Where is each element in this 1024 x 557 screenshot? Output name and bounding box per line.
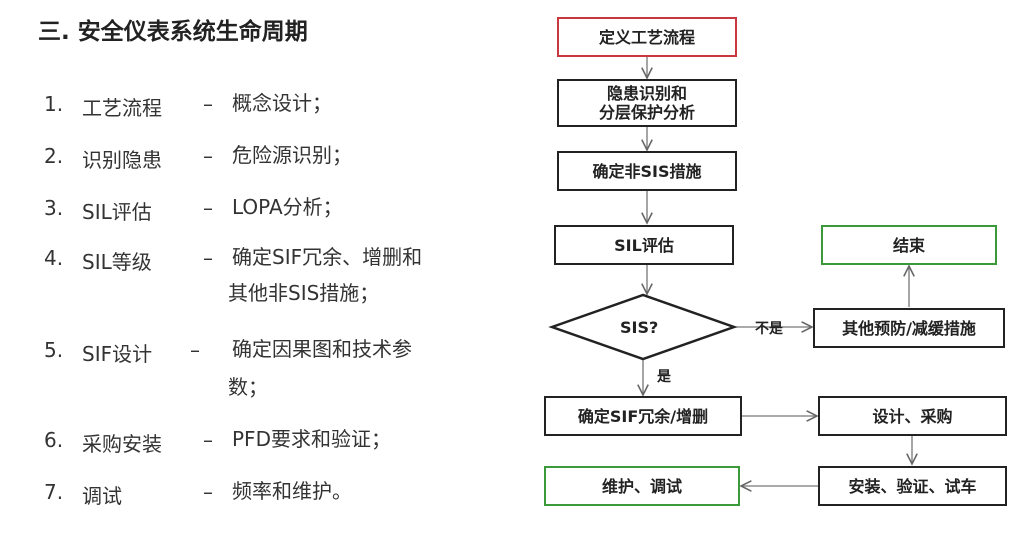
item-desc: LOPA分析；: [232, 195, 343, 219]
step-hazard-analysis: 隐患识别和分层保护分析: [557, 79, 737, 127]
step-text: 隐患识别和: [606, 84, 687, 103]
item-label: 采购安装: [82, 432, 162, 456]
item-dash: –: [203, 196, 213, 220]
item-number: 7.: [44, 480, 64, 504]
item-number: 6.: [44, 428, 64, 452]
step-text: 分层保护分析: [598, 103, 695, 122]
item-dash: –: [203, 428, 213, 452]
item-desc: 频率和维护。: [232, 479, 352, 503]
step-sil: SIL评估: [554, 225, 734, 265]
item-desc: 确定因果图和技术参: [232, 337, 412, 361]
item-label: 识别隐患: [82, 148, 162, 172]
step-define-process: 定义工艺流程: [557, 17, 737, 57]
step-sif: 确定SIF冗余/增删: [544, 396, 742, 436]
no-label: 不是: [755, 321, 783, 337]
yes-label: 是: [657, 369, 671, 385]
item-dash: –: [203, 246, 213, 270]
item-desc: 概念设计；: [232, 91, 332, 115]
step-install: 安装、验证、试车: [818, 466, 1007, 506]
item-dash: –: [203, 480, 213, 504]
item-number: 3.: [44, 196, 64, 220]
item-desc: 确定SIF冗余、增删和: [232, 245, 423, 269]
item-label: 工艺流程: [82, 96, 162, 120]
step-maintenance: 维护、调试: [544, 466, 740, 506]
item-number: 2.: [44, 144, 64, 168]
item-dash: –: [203, 92, 213, 116]
item-label: SIF设计: [82, 342, 153, 366]
decision-label: SIS?: [620, 318, 659, 337]
item-desc: 危险源识别；: [232, 143, 352, 167]
step-non-sis: 确定非SIS措施: [557, 151, 737, 191]
decision-diamond: [548, 293, 738, 361]
item-dash: –: [190, 338, 200, 362]
step-design: 设计、采购: [818, 396, 1007, 436]
item-desc-cont: 其他非SIS措施；: [228, 281, 380, 305]
item-label: SIL评估: [82, 200, 152, 224]
item-desc-cont: 数；: [228, 375, 268, 399]
item-number: 4.: [44, 246, 64, 270]
step-end: 结束: [821, 225, 997, 265]
item-label: SIL等级: [82, 250, 152, 274]
item-dash: –: [203, 144, 213, 168]
step-other-measures: 其他预防/减缓措施: [813, 308, 1005, 348]
item-number: 1.: [44, 92, 64, 116]
page-title: 三. 安全仪表系统生命周期: [38, 19, 308, 45]
item-label: 调试: [82, 484, 122, 508]
item-desc: PFD要求和验证；: [232, 427, 391, 451]
item-number: 5.: [44, 338, 64, 362]
